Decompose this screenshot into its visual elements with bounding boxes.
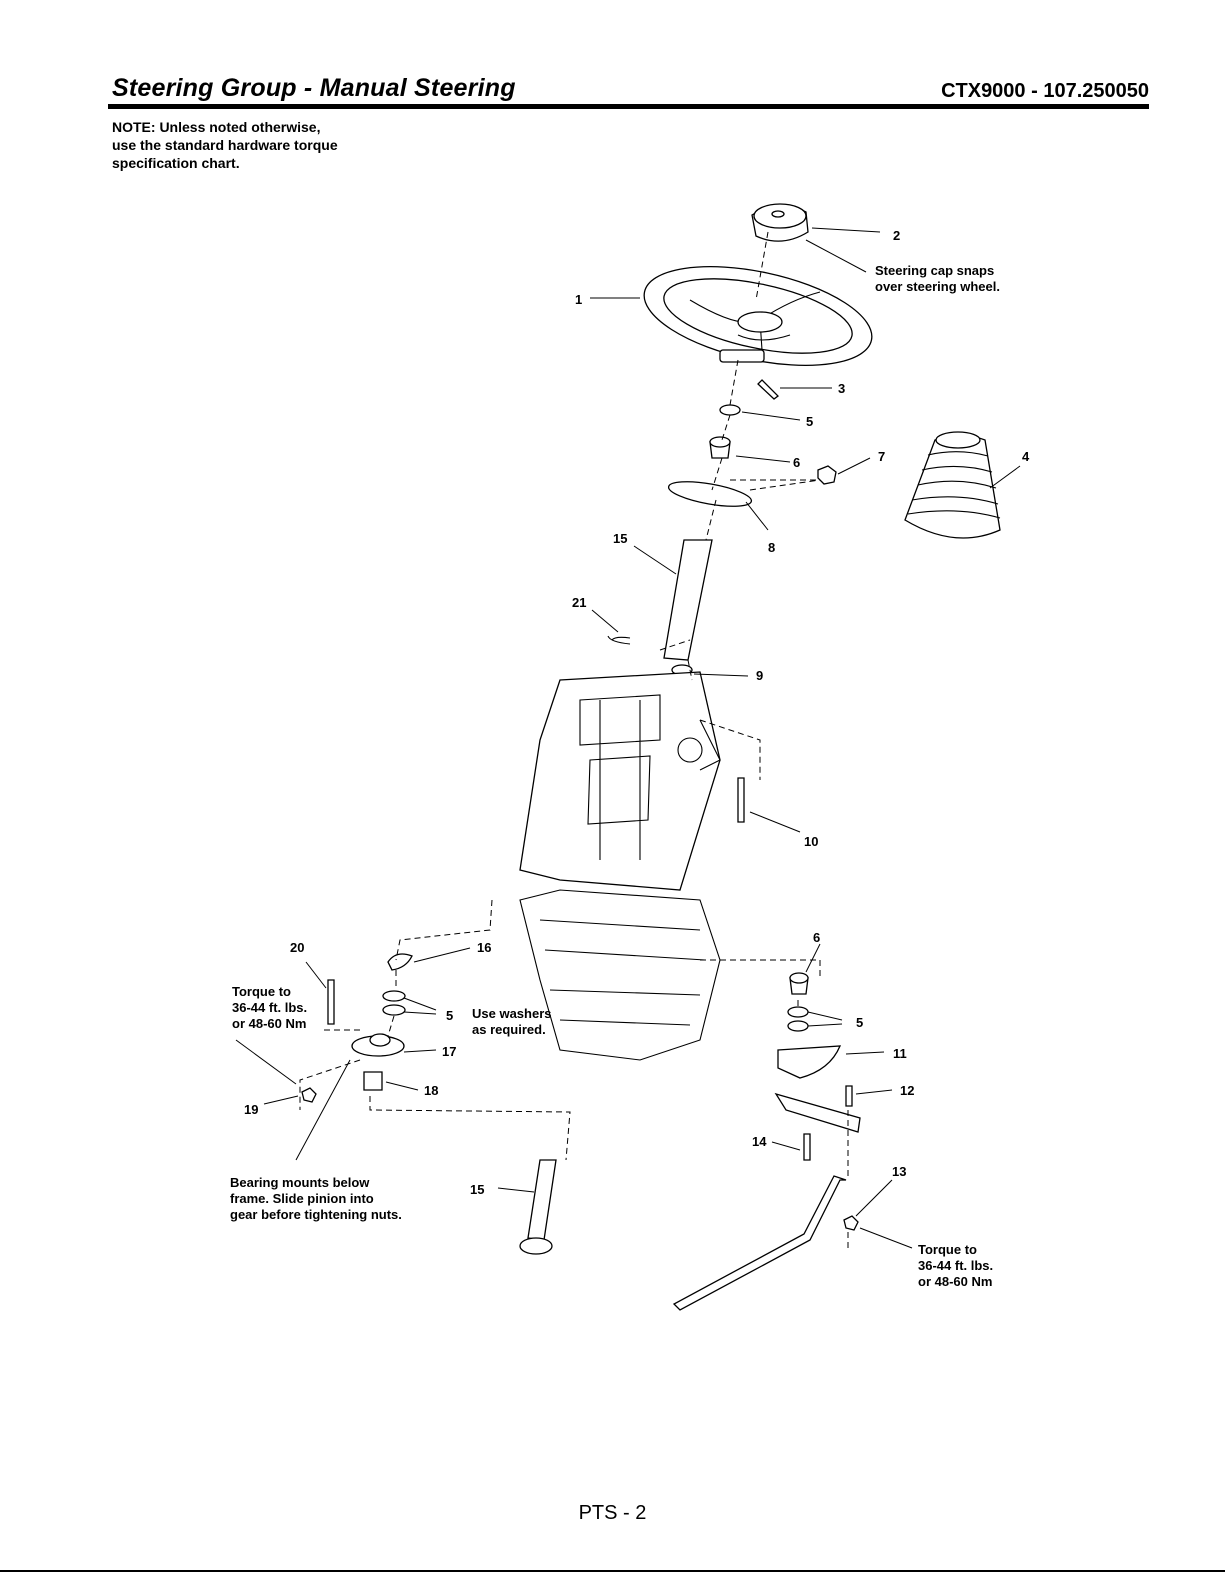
roll-pin-drawing [757, 379, 779, 400]
cotter-pin-drawing [607, 635, 631, 645]
part-label-5-top: 5 [806, 414, 813, 429]
note-line-3: specification chart. [112, 155, 240, 171]
washer-5-right-drawing [787, 1006, 809, 1018]
torque-left-line-1: Torque to [232, 984, 291, 999]
washer-5-left-2-drawing [382, 1004, 406, 1016]
part-label-1: 1 [575, 292, 582, 307]
part-label-3: 3 [838, 381, 845, 396]
nut-drawing [817, 465, 837, 485]
nut-19-drawing [301, 1087, 317, 1103]
spacer-18-drawing [363, 1071, 383, 1091]
nut-13-drawing [843, 1215, 859, 1231]
part-label-18: 18 [424, 1083, 438, 1098]
part-label-2: 2 [893, 228, 900, 243]
part-label-16: 16 [477, 940, 491, 955]
torque-left-line-3: or 48-60 Nm [232, 1016, 306, 1031]
bolt-20-drawing [327, 979, 335, 1025]
part-label-21: 21 [572, 595, 586, 610]
part-label-19: 19 [244, 1102, 258, 1117]
cap-note-line-2: over steering wheel. [875, 279, 1000, 294]
washer-5-right-2-drawing [787, 1020, 809, 1032]
part-label-14: 14 [752, 1134, 767, 1149]
drag-link-13-drawing [672, 1175, 847, 1311]
torque-left-line-2: 36-44 ft. lbs. [232, 1000, 307, 1015]
pinion-shaft-drawing [519, 1159, 557, 1255]
bearing-note-line-2: frame. Slide pinion into [230, 1191, 374, 1206]
washer-5-left-drawing [382, 990, 406, 1002]
torque-right-line-3: or 48-60 Nm [918, 1274, 992, 1289]
bolt-14-drawing [803, 1133, 811, 1161]
bearing-17-drawing [351, 1033, 405, 1057]
note-line-2: use the standard hardware torque [112, 137, 338, 153]
bearing-note-line-1: Bearing mounts below [230, 1175, 370, 1190]
torque-right-line-2: 36-44 ft. lbs. [918, 1258, 993, 1273]
steering-cap-drawing [751, 203, 809, 242]
part-label-10: 10 [804, 834, 818, 849]
part-label-6-right: 6 [813, 930, 820, 945]
part-label-12: 12 [900, 1083, 914, 1098]
upper-shaft-drawing [663, 539, 713, 661]
bushing-drawing [709, 436, 731, 459]
part-label-6-top: 6 [793, 455, 800, 470]
part-label-11: 11 [893, 1046, 907, 1061]
bearing-note-line-3: gear before tightening nuts. [230, 1207, 402, 1222]
part-label-9: 9 [756, 668, 763, 683]
footer-rule [0, 1570, 1225, 1572]
page-title: Steering Group - Manual Steering [112, 74, 516, 102]
page-number: PTS - 2 [578, 1502, 647, 1524]
note-line-1: NOTE: Unless noted otherwise, [112, 119, 321, 135]
header-rule [108, 104, 1149, 109]
part-label-17: 17 [442, 1044, 456, 1059]
bolt-10-drawing [737, 777, 745, 823]
part-label-13: 13 [892, 1164, 906, 1179]
washers-note-line-1: Use washers [472, 1006, 552, 1021]
model-number: CTX9000 - 107.250050 [941, 80, 1149, 102]
washers-note-line-2: as required. [472, 1022, 546, 1037]
part-label-5-right: 5 [856, 1015, 863, 1030]
part-label-8: 8 [768, 540, 775, 555]
torque-right-line-1: Torque to [918, 1242, 977, 1257]
steering-column-frame-drawing [519, 671, 721, 1061]
bolt-12-drawing [845, 1085, 853, 1107]
part-label-15-upper: 15 [613, 531, 627, 546]
boot-drawing [904, 431, 1001, 539]
washer-drawing [719, 404, 741, 416]
part-label-20: 20 [290, 940, 304, 955]
part-label-15-lower: 15 [470, 1182, 484, 1197]
part-label-4: 4 [1022, 449, 1030, 464]
cotter-16-drawing [387, 953, 413, 971]
bushing-6-right-drawing [789, 972, 809, 995]
torque-note: NOTE: Unless noted otherwise, use the st… [112, 118, 338, 172]
plate-drawing [667, 481, 753, 507]
cap-note-line-1: Steering cap snaps [875, 263, 994, 278]
part-label-5-left: 5 [446, 1008, 453, 1023]
part-label-7: 7 [878, 449, 885, 464]
steering-wheel-drawing [643, 266, 873, 366]
steering-arm-drawing [774, 1092, 861, 1133]
gear-11-drawing [777, 1045, 842, 1079]
